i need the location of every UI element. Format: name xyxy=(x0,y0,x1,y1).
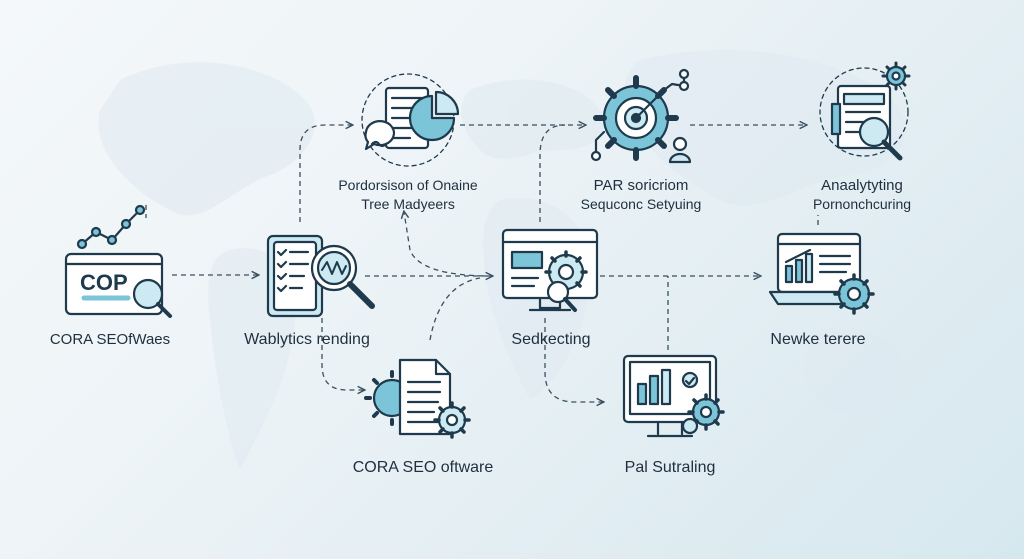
node-label-line: Pordorsison of Onaine xyxy=(338,177,478,193)
node-label-pal-sutraling: Pal Sutraling xyxy=(625,458,716,477)
connector-sedkecting-to-par xyxy=(539,124,566,222)
connector-sedkecting-to-pal xyxy=(544,318,603,402)
monitor-gear-magnifier-icon xyxy=(501,228,599,312)
node-label-line: Sedkecting xyxy=(511,331,591,348)
monitor-chart-gears-icon xyxy=(622,354,725,438)
node-label-line: Sequconc Setyuing xyxy=(580,196,702,212)
node-label-line: Pal Sutraling xyxy=(624,459,716,476)
gear-target-network-icon xyxy=(590,68,692,164)
node-label-newke-terere: Newke terere xyxy=(770,330,865,349)
checklist-magnifier-icon xyxy=(266,234,375,318)
node-label-line: CORA SEOfWaes xyxy=(49,331,171,348)
node-label-par-soricriom: PAR soricriom Sequconc Setyuing xyxy=(581,176,702,214)
document-gears-icon xyxy=(364,358,471,439)
report-chat-pie-icon xyxy=(361,73,460,167)
browser-chart-magnifier-icon xyxy=(64,204,172,318)
node-label-pordorsison: Pordorsison of Onaine Tree Madyeers xyxy=(338,176,477,214)
node-label-line: Anaalytyting xyxy=(821,177,903,194)
node-label-cora-seofwaes: CORA SEOfWaes xyxy=(50,330,170,349)
browser-screen-text: COP xyxy=(80,270,128,295)
laptop-chart-gear-icon xyxy=(768,232,875,315)
node-label-line: Newke terere xyxy=(770,331,866,348)
node-label-wablytics: Wablytics rending xyxy=(244,330,370,349)
node-label-line: PAR soricriom xyxy=(593,177,689,194)
node-label-line: Pornonchcuring xyxy=(812,196,912,212)
connector-sedkecting-to-pordorsison xyxy=(404,212,493,277)
node-label-line: Wablytics rending xyxy=(244,331,370,348)
node-label-line: CORA SEO oftware xyxy=(352,459,494,476)
connector-wablytics-to-pordorsison xyxy=(299,125,352,222)
node-label-line: Tree Madyeers xyxy=(361,196,455,212)
connector-cora-seo-to-sedkecting xyxy=(429,277,481,341)
node-label-cora-seo-oftware: CORA SEO oftware xyxy=(353,458,494,477)
node-label-analytyting: Anaalytyting Pornonchcuring xyxy=(813,176,911,214)
connectors xyxy=(145,124,819,402)
node-label-sedkecting: Sedkecting xyxy=(511,330,590,349)
document-magnifier-gear-icon xyxy=(819,61,911,161)
connector-wablytics-to-cora-seo xyxy=(321,318,364,390)
